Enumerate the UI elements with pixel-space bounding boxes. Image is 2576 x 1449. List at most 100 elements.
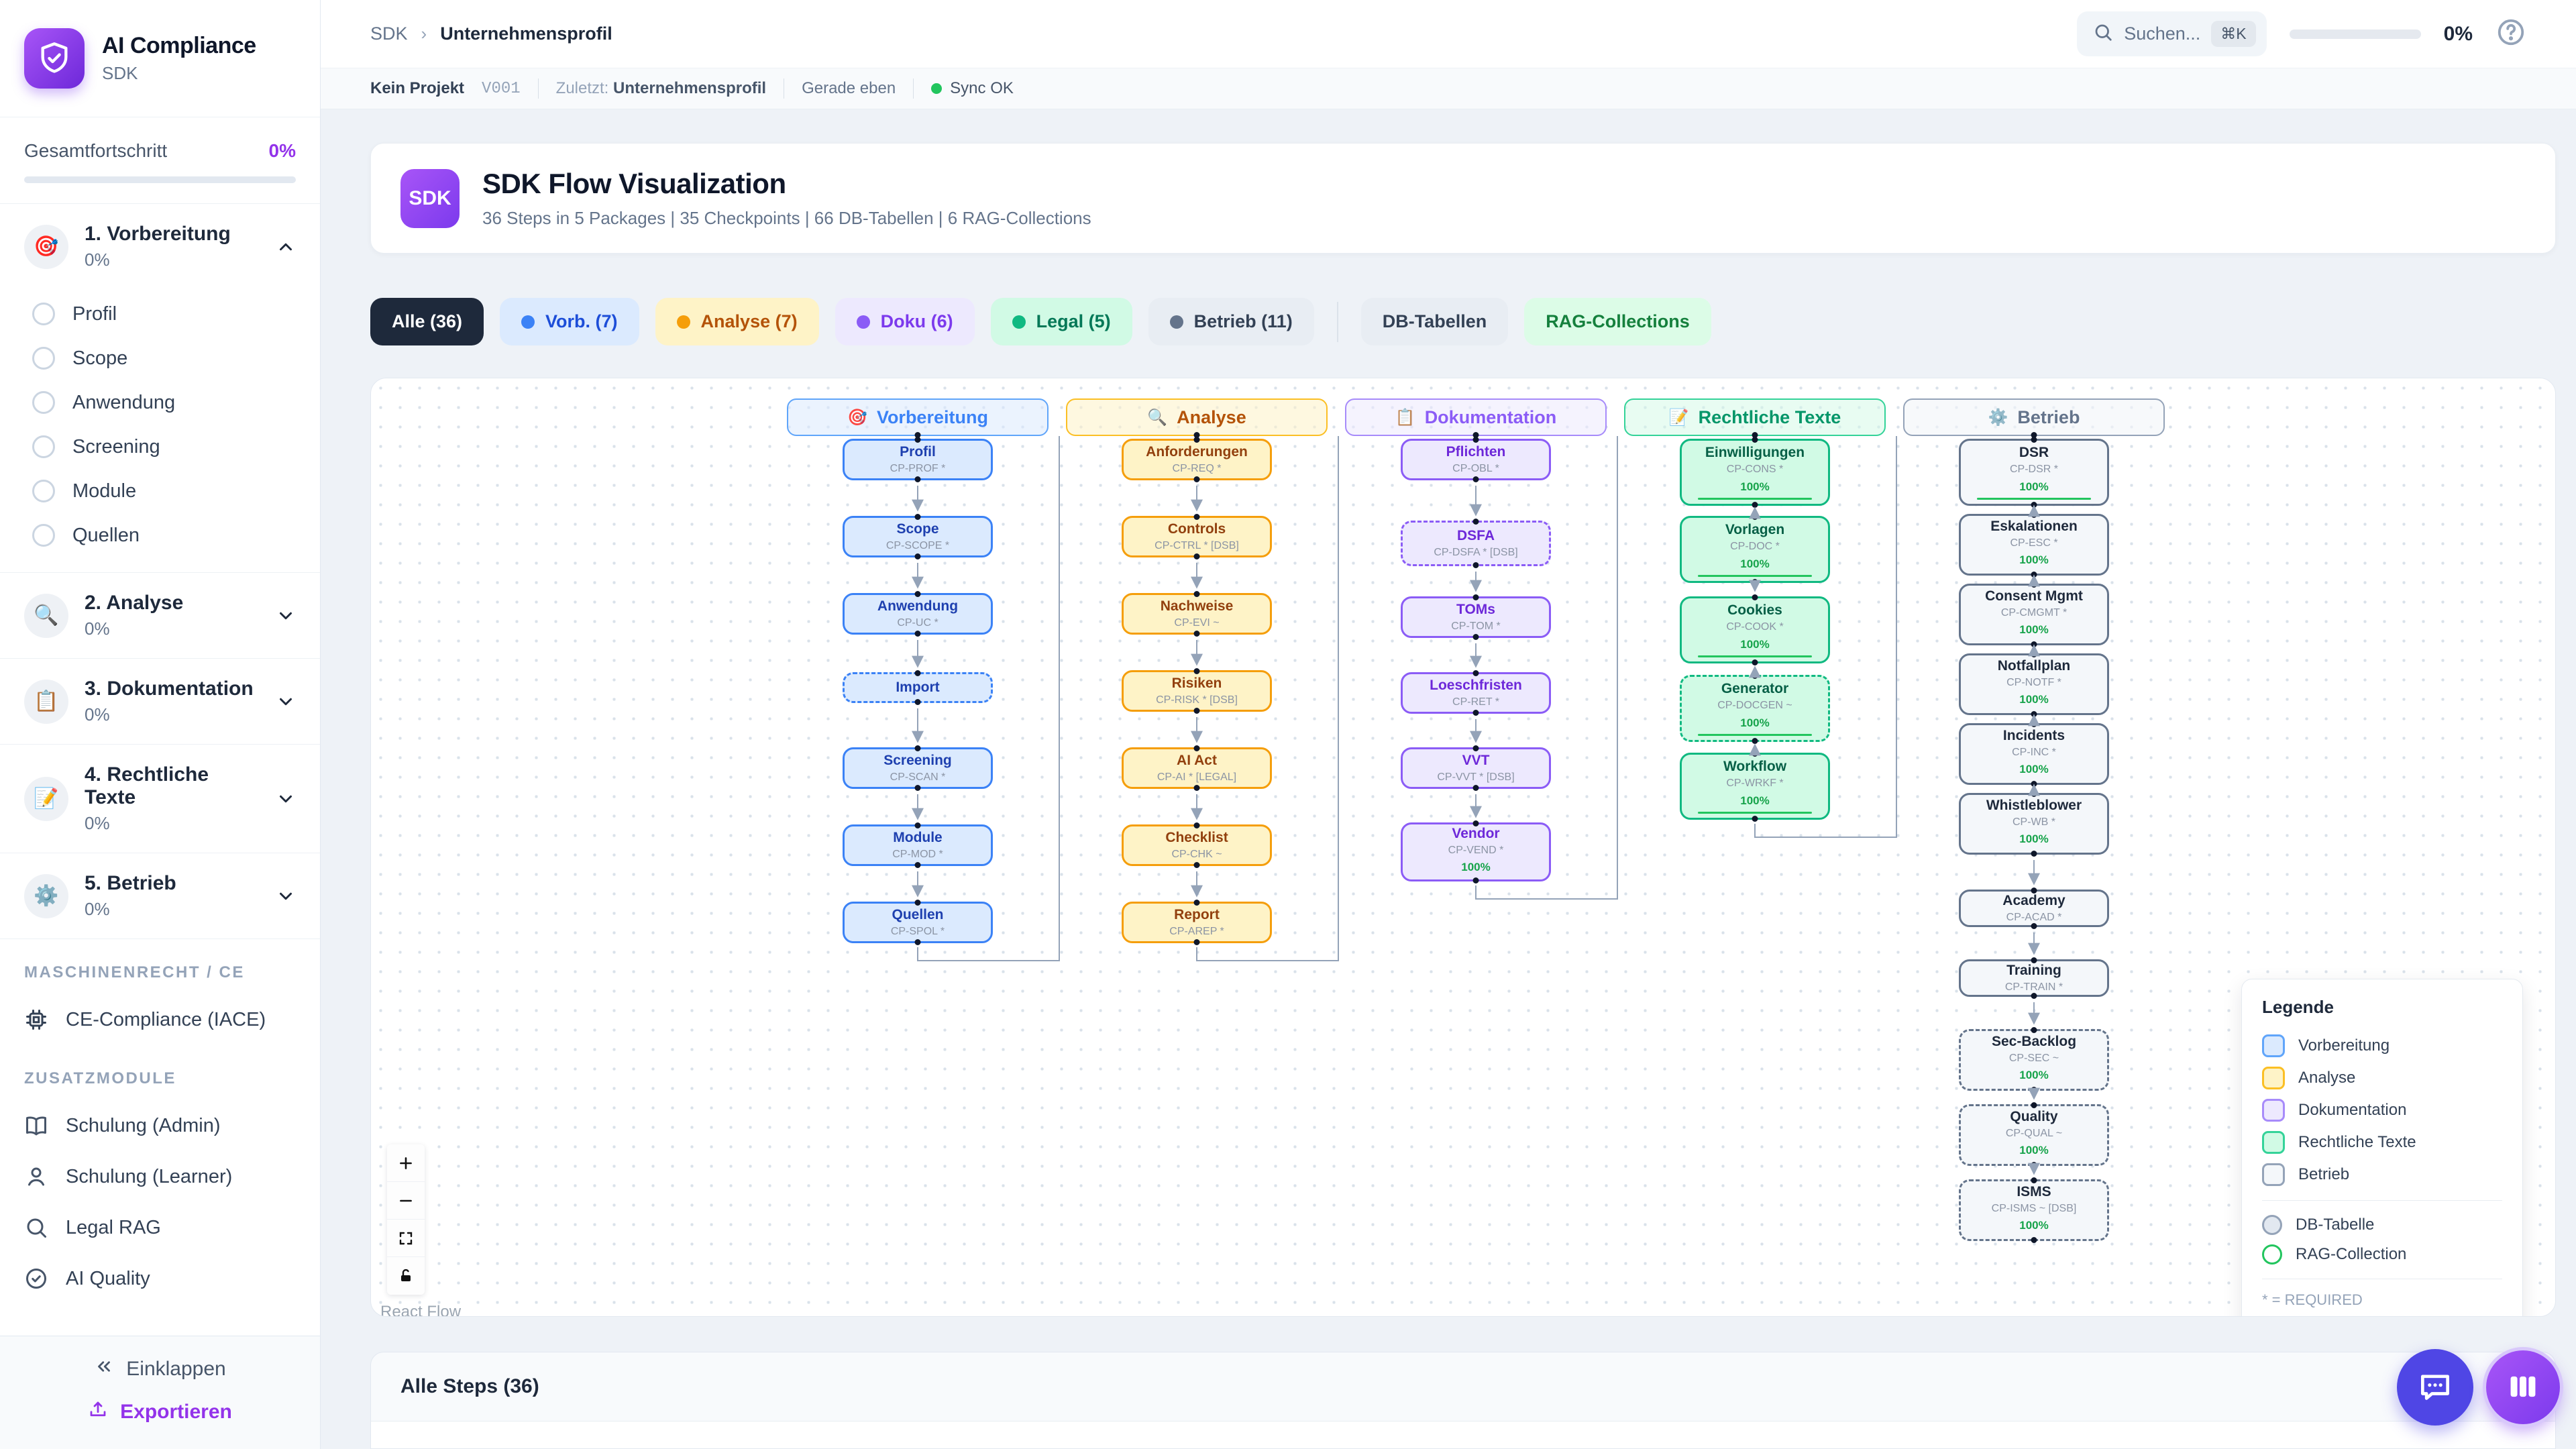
- zoom-in-button[interactable]: [387, 1144, 425, 1182]
- sidebar-section-header-1-vorbereitung[interactable]: 🎯 1. Vorbereitung 0%: [0, 204, 320, 289]
- flow-node-import[interactable]: Import: [843, 672, 993, 703]
- help-icon[interactable]: [2496, 17, 2526, 51]
- node-progress-value: 100%: [2019, 693, 2049, 706]
- kanban-view-fab-button[interactable]: [2486, 1350, 2560, 1424]
- zoom-out-button[interactable]: [387, 1182, 425, 1220]
- node-code: CP-TOM *: [1451, 621, 1501, 633]
- node-title: Risiken: [1171, 676, 1222, 692]
- export-button[interactable]: Exportieren: [88, 1399, 232, 1425]
- top-progress-bar: [2289, 29, 2421, 39]
- node-progress-value: 100%: [2019, 480, 2049, 493]
- legend-swatch: [2262, 1163, 2285, 1186]
- sidebar-step-quellen[interactable]: Quellen: [0, 513, 320, 557]
- sidebar-section-header-2-analyse[interactable]: 🔍 2. Analyse 0%: [0, 573, 320, 658]
- package-header-analyse[interactable]: 🔍 Analyse: [1066, 398, 1328, 436]
- filter-betrieb-11[interactable]: Betrieb (11): [1148, 298, 1314, 345]
- filter-doku-6[interactable]: Doku (6): [835, 298, 975, 345]
- filter-alle-36[interactable]: Alle (36): [370, 298, 484, 345]
- package-header-betrieb[interactable]: ⚙️ Betrieb: [1903, 398, 2165, 436]
- sidebar-footer: Einklappen Exportieren: [0, 1336, 320, 1449]
- step-label: Anwendung: [72, 391, 176, 413]
- filter-analyse-7[interactable]: Analyse (7): [655, 298, 819, 345]
- node-title: Sec-Backlog: [1991, 1033, 2077, 1049]
- chat-fab-button[interactable]: [2397, 1349, 2473, 1426]
- step-status-circle: [32, 347, 55, 370]
- collapse-sidebar-button[interactable]: Einklappen: [94, 1356, 226, 1382]
- reactflow-attribution: React Flow: [380, 1303, 462, 1317]
- filter-dot: [1012, 315, 1026, 329]
- sidebar-item-schulung-learner[interactable]: Schulung (Learner): [0, 1151, 320, 1202]
- lock-toggle-button[interactable]: [387, 1257, 425, 1295]
- filter-vorb-7[interactable]: Vorb. (7): [500, 298, 639, 345]
- sidebar: AI Compliance SDK Gesamtfortschritt 0% 🎯…: [0, 0, 321, 1449]
- step-status-circle: [32, 391, 55, 414]
- sidebar-item-schulung-admin[interactable]: Schulung (Admin): [0, 1100, 320, 1151]
- sidebar-section-header-3-dokumentation[interactable]: 📋 3. Dokumentation 0%: [0, 659, 320, 744]
- node-title: Profil: [900, 444, 936, 460]
- package-header-rechtliche-texte[interactable]: 📝 Rechtliche Texte: [1624, 398, 1886, 436]
- node-code: CP-RISK * [DSB]: [1156, 694, 1238, 706]
- sidebar-item-ce-compliance[interactable]: CE-Compliance (IACE): [0, 994, 320, 1045]
- sidebar-step-profil[interactable]: Profil: [0, 292, 320, 336]
- node-title: Screening: [883, 753, 952, 769]
- breadcrumb-sdk[interactable]: SDK: [370, 23, 408, 44]
- package-header-vorbereitung[interactable]: 🎯 Vorbereitung: [787, 398, 1049, 436]
- sidebar-item-ai-quality[interactable]: AI Quality: [0, 1253, 320, 1304]
- package-header-dokumentation[interactable]: 📋 Dokumentation: [1345, 398, 1607, 436]
- sidebar-step-screening[interactable]: Screening: [0, 425, 320, 469]
- search-input[interactable]: Suchen... ⌘K: [2077, 11, 2267, 57]
- filter-label: RAG-Collections: [1546, 311, 1690, 331]
- sidebar-step-anwendung[interactable]: Anwendung: [0, 380, 320, 425]
- filter-rag-collections[interactable]: RAG-Collections: [1524, 298, 1711, 345]
- sidebar-item-legal-rag[interactable]: Legal RAG: [0, 1202, 320, 1253]
- step-status-circle: [32, 480, 55, 502]
- sidebar-section-header-4-rechtliche-texte[interactable]: 📝 4. Rechtliche Texte 0%: [0, 745, 320, 853]
- node-title: Academy: [2002, 893, 2065, 909]
- node-title: Eskalationen: [1990, 518, 2078, 534]
- sidebar-step-module[interactable]: Module: [0, 469, 320, 513]
- filter-legal-5[interactable]: Legal (5): [990, 298, 1132, 345]
- node-code: CP-AREP *: [1169, 926, 1224, 938]
- filter-db-tabellen[interactable]: DB-Tabellen: [1360, 298, 1509, 345]
- legend-swatch: [2262, 1131, 2285, 1154]
- sidebar-step-scope[interactable]: Scope: [0, 336, 320, 380]
- sidebar-section-header-5-betrieb[interactable]: ⚙️ 5. Betrieb 0%: [0, 853, 320, 938]
- fit-view-button[interactable]: [387, 1220, 425, 1257]
